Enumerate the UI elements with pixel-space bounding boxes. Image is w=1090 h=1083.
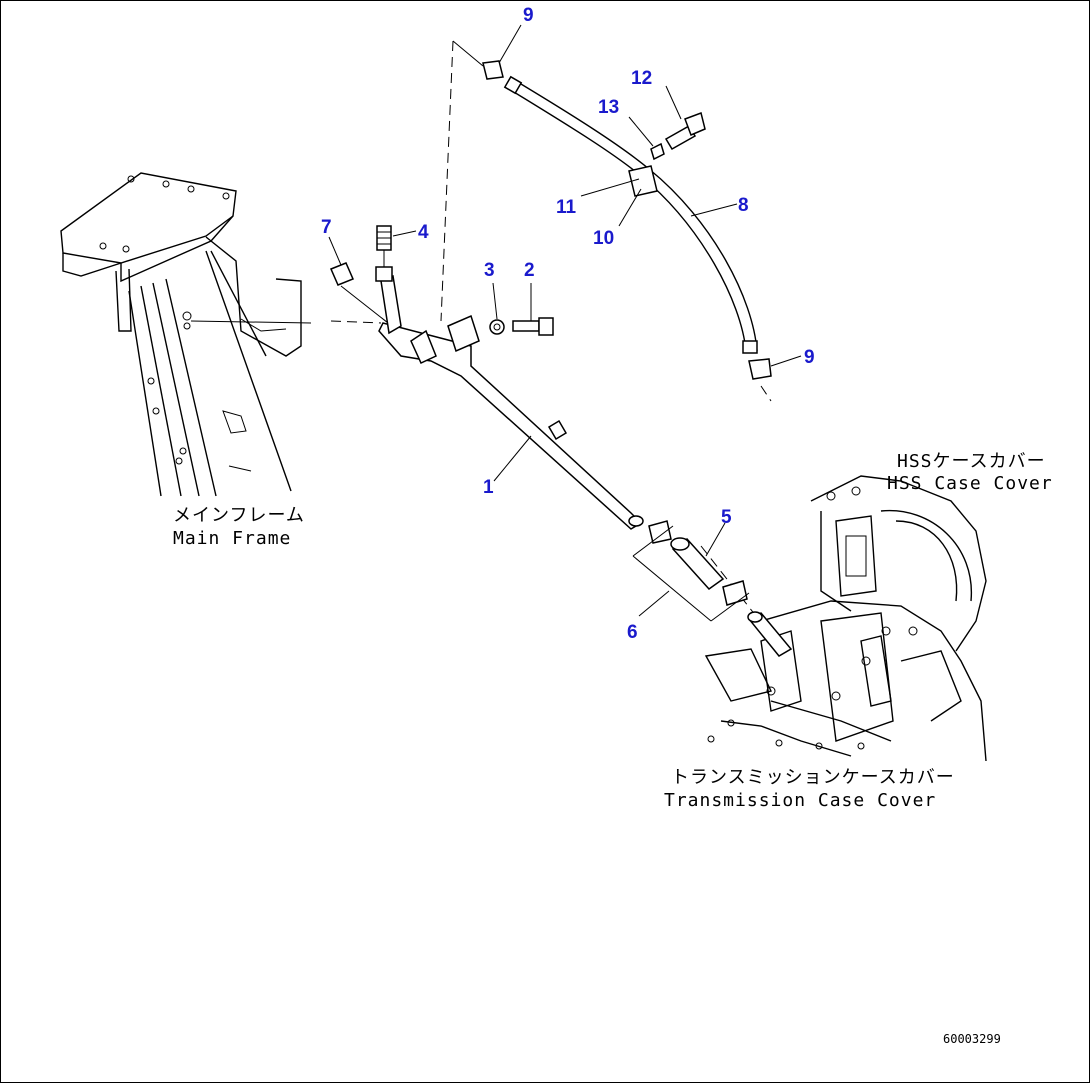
hss-label-en: HSS Case Cover — [887, 473, 1053, 494]
callout-9-bottom: 9 — [804, 347, 815, 368]
main-frame-drawing — [60, 172, 312, 497]
part-6-clamps — [632, 520, 750, 622]
hose-8 — [503, 75, 758, 354]
callout-3: 3 — [484, 260, 495, 281]
callout-7: 7 — [321, 217, 332, 238]
callout-5: 5 — [721, 507, 732, 528]
part-2-bolt — [512, 317, 554, 336]
callout-2: 2 — [524, 260, 535, 281]
main-frame-label-jp: メインフレーム — [173, 505, 305, 526]
part-7-cap — [330, 262, 354, 286]
callout-6: 6 — [627, 622, 638, 643]
callout-1: 1 — [483, 477, 494, 498]
callout-4: 4 — [418, 222, 429, 243]
transmission-label-en: Transmission Case Cover — [664, 790, 936, 811]
part-12-bolt — [664, 112, 706, 151]
part-3-washer — [489, 319, 505, 335]
part-9-clamp-top — [482, 60, 504, 80]
callout-12: 12 — [631, 68, 652, 89]
part-5-hose — [670, 537, 725, 590]
callout-11: 11 — [556, 197, 577, 218]
callout-10: 10 — [593, 228, 614, 249]
part-13-washer — [650, 142, 665, 161]
pipe-1 — [378, 274, 644, 530]
main-frame-label-en: Main Frame — [173, 528, 291, 549]
part-9-clamp-bottom — [748, 358, 772, 380]
drawing-code: 60003299 — [943, 1032, 1001, 1046]
part-4-nipple — [375, 225, 393, 282]
callout-numbers: 9 12 13 11 10 8 7 4 3 2 9 1 5 6 — [321, 5, 815, 643]
callout-9-top: 9 — [523, 5, 534, 26]
hss-label-jp: HSSケースカバー — [897, 451, 1046, 472]
transmission-case-drawing — [704, 475, 987, 762]
callout-13: 13 — [598, 97, 619, 118]
callout-8: 8 — [738, 195, 749, 216]
captions: メインフレーム Main Frame HSSケースカバー HSS Case Co… — [173, 451, 1053, 1046]
transmission-label-jp: トランスミッションケースカバー — [671, 767, 955, 788]
callout-leaders — [328, 24, 802, 617]
